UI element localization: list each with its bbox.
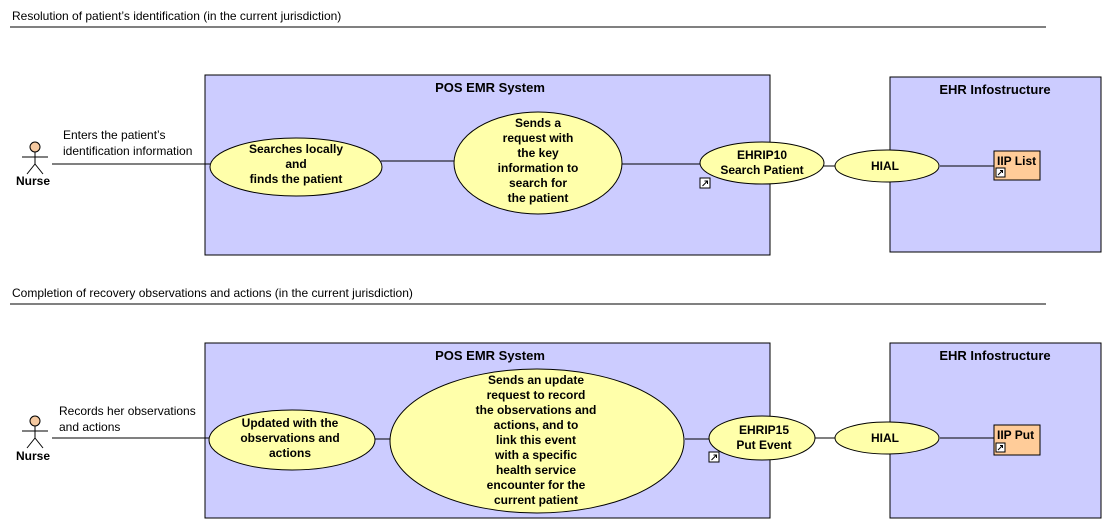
usecase-label-line: the observations and (476, 403, 597, 417)
usecase-label-line: Updated with the (242, 416, 339, 430)
usecase-label-line: observations and (240, 431, 339, 445)
usecase-label-line: link this event (496, 433, 576, 447)
actor-name: Nurse (16, 449, 50, 463)
ehr-infostructure-title: EHR Infostructure (939, 82, 1050, 97)
actor-name: Nurse (16, 174, 50, 188)
usecase-label-line: actions, and to (494, 418, 579, 432)
iip-put-artifact[interactable]: IIP Put (993, 424, 1041, 456)
usecase-label-line: information to (498, 161, 579, 175)
usecase-label-line: Sends a (515, 116, 561, 130)
usecase-label-line: encounter for the (487, 478, 586, 492)
interaction-label-line: Put Event (736, 438, 791, 452)
interaction-ehrip10[interactable]: EHRIP10 Search Patient (699, 141, 825, 185)
usecase-label-line: request to record (487, 388, 586, 402)
usecase-label-line: current patient (494, 493, 578, 507)
usecase-updated-observations[interactable]: Updated with the observations and action… (208, 409, 376, 471)
usecase-label-line: Sends an update (488, 373, 584, 387)
shortcut-arrow-icon[interactable] (699, 177, 711, 189)
actor-nurse-1[interactable]: Nurse (16, 141, 50, 188)
actor-label-line-1: Enters the patient’s (63, 128, 166, 142)
usecase-label-line: actions (269, 446, 311, 460)
iip-label: IIP Put (997, 428, 1034, 442)
shortcut-arrow-icon[interactable] (708, 451, 720, 463)
pos-emr-system-title: POS EMR System (435, 348, 545, 363)
section-title-1: Resolution of patient’s identification (… (12, 9, 341, 23)
scenario-1: Resolution of patient’s identification (… (10, 9, 1102, 256)
usecase-label-line: the key (517, 146, 559, 160)
scenario-2: Completion of recovery observations and … (10, 286, 1102, 519)
usecase-send-update-request[interactable]: Sends an update request to record the ob… (389, 368, 685, 514)
actor-nurse-2[interactable]: Nurse (16, 415, 50, 463)
actor-label-line-1: Records her observations (59, 404, 196, 418)
iip-list-artifact[interactable]: IIP List (993, 150, 1041, 181)
usecase-search-locally[interactable]: Searches locally and finds the patient (209, 137, 383, 197)
interaction-label-line: Search Patient (720, 163, 803, 177)
usecase-send-search-request[interactable]: Sends a request with the key information… (453, 111, 623, 215)
actor-label-line-2: identification information (63, 144, 192, 158)
stick-figure-actor-icon (22, 415, 48, 449)
stick-figure-actor-icon (22, 141, 48, 175)
usecase-label-line: finds the patient (250, 172, 343, 186)
interaction-label-line: EHRIP10 (737, 148, 787, 162)
shortcut-arrow-icon (995, 442, 1006, 453)
usecase-label-line: the patient (508, 191, 569, 205)
ehr-infostructure-title: EHR Infostructure (939, 348, 1050, 363)
usecase-label-line: search for (509, 176, 567, 190)
iip-label: IIP List (997, 154, 1036, 168)
interaction-label-line: EHRIP15 (739, 423, 789, 437)
usecase-label-line: with a specific (494, 448, 577, 462)
usecase-label-line: Searches locally (249, 142, 343, 156)
interaction-ehrip15[interactable]: EHRIP15 Put Event (708, 415, 816, 461)
usecase-label-line: request with (503, 131, 574, 145)
pos-emr-system-title: POS EMR System (435, 80, 545, 95)
usecase-label-line: and (285, 157, 306, 171)
hial-node[interactable]: HIAL (834, 421, 940, 455)
hial-label: HIAL (871, 159, 899, 173)
actor-label-line-2: and actions (59, 420, 120, 434)
shortcut-arrow-icon (995, 167, 1006, 178)
hial-node[interactable]: HIAL (834, 149, 940, 183)
usecase-label-line: health service (496, 463, 576, 477)
hial-label: HIAL (871, 431, 899, 445)
section-title-2: Completion of recovery observations and … (12, 286, 413, 300)
